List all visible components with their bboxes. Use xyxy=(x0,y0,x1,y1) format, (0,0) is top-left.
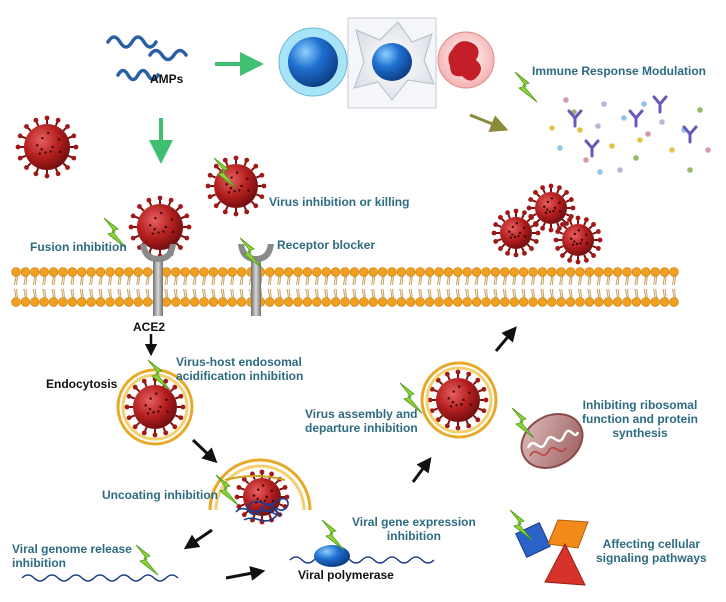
label-receptor-blocker: Receptor blocker xyxy=(277,238,376,252)
label-assembly-line1: Virus assembly and xyxy=(305,407,418,421)
label-viral-polymerase: Viral polymerase xyxy=(298,568,394,582)
label-ace2: ACE2 xyxy=(133,320,166,334)
label-assembly-line2: departure inhibition xyxy=(305,421,418,435)
viral-genome-strand-icon xyxy=(21,574,179,582)
label-uncoating: Uncoating inhibition xyxy=(102,488,218,502)
receptor-icon xyxy=(238,244,274,316)
label-endocytosis: Endocytosis xyxy=(46,377,118,391)
label-signaling-line1: Affecting cellular xyxy=(602,537,701,551)
immune-cell-icon xyxy=(278,27,348,97)
assembly-vesicle-icon xyxy=(420,361,498,439)
arrow-gene-assembly xyxy=(411,456,432,483)
virus-particles xyxy=(15,115,603,525)
label-assembly-departure: Virus assembly and departure inhibition xyxy=(305,407,418,435)
label-genome-line2: inhibition xyxy=(12,556,66,570)
arrow-genome-polymerase xyxy=(225,566,266,581)
viral-rna-tangle-icon xyxy=(235,497,289,522)
macrophage-icon xyxy=(437,31,495,89)
label-ribosomal-line3: synthesis xyxy=(612,426,668,440)
label-genome-release: Viral genome release inhibition xyxy=(12,542,132,570)
label-amps: AMPs xyxy=(150,72,184,86)
viral-polymerase-icon xyxy=(289,545,435,567)
arrow-immune-olive xyxy=(469,113,509,133)
label-acidification-line1: Virus-host endosomal xyxy=(176,355,302,369)
label-fusion-inhibition: Fusion inhibition xyxy=(30,240,127,254)
label-ribosomal-line2: function and protein xyxy=(582,412,698,426)
label-ribosomal: Inhibiting ribosomal function and protei… xyxy=(582,398,698,440)
label-acidification-line2: acidification inhibition xyxy=(176,369,304,383)
label-signaling-line2: signaling pathways xyxy=(596,551,707,565)
label-virus-inhibition: Virus inhibition or killing xyxy=(269,195,410,209)
label-immune-response: Immune Response Modulation xyxy=(532,64,707,78)
label-gene-line1: Viral gene expression xyxy=(352,515,476,529)
ace2-receptor-icon xyxy=(140,244,176,316)
amp-helix-icon xyxy=(106,35,188,82)
label-signaling: Affecting cellular signaling pathways xyxy=(596,537,707,565)
label-gene-expression: Viral gene expression inhibition xyxy=(352,515,476,543)
arrow-endosome-uncoat xyxy=(191,438,218,464)
arrow-assembly-release xyxy=(494,326,517,352)
label-genome-line1: Viral genome release xyxy=(12,542,132,556)
cytokine-cloud xyxy=(549,95,711,175)
label-gene-line2: inhibition xyxy=(386,529,441,543)
arrow-uncoat-genome xyxy=(183,528,213,550)
dendritic-cell-icon xyxy=(347,17,437,109)
label-acidification: Virus-host endosomal acidification inhib… xyxy=(176,355,303,383)
signaling-shapes-icon xyxy=(515,519,589,586)
label-ribosomal-line1: Inhibiting ribosomal xyxy=(582,398,698,412)
cell-membrane xyxy=(11,267,679,307)
ribosome-icon xyxy=(520,413,584,469)
amp-action-bolts xyxy=(103,71,538,576)
